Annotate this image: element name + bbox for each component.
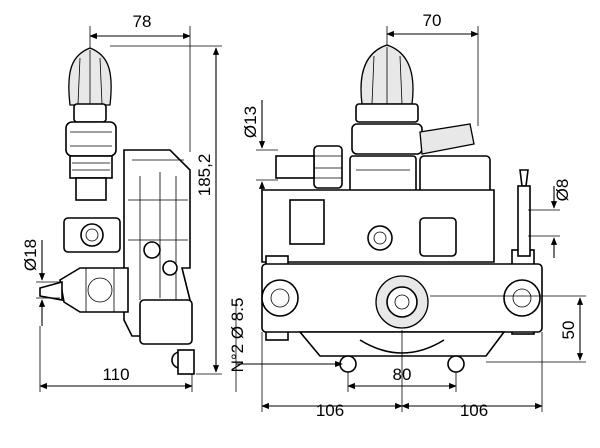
foot-hole-left-icon (339, 355, 357, 373)
foot-hole-right-icon (447, 355, 465, 373)
right-port-icon (503, 279, 541, 317)
left-port-icon (261, 279, 299, 317)
dim-106-left-label: 106 (316, 401, 344, 420)
dim-78-label: 78 (133, 12, 152, 31)
dim-185-label: 185,2 (195, 154, 214, 197)
dim-50-label: 50 (559, 321, 578, 340)
front-view (261, 44, 543, 373)
dim-80-label: 80 (393, 365, 412, 384)
dim-70-label: 70 (423, 11, 442, 30)
dim-106-right-label: 106 (460, 401, 488, 420)
dim-110-label: 110 (102, 365, 129, 384)
dim-holes-label: N°2 Ø 8.5 (228, 298, 247, 373)
side-view (39, 47, 195, 375)
dim-diameter-18-label: Ø18 (21, 239, 40, 271)
dim-diameter-8-label: Ø8 (553, 179, 572, 202)
dimension-lines (36, 26, 586, 412)
dim-diameter-13-label: Ø13 (241, 106, 260, 138)
port-icon (80, 223, 104, 247)
dimension-labels: 78 70 185,2 Ø13 Ø18 Ø8 N°2 Ø 8.5 110 80 … (21, 11, 578, 420)
